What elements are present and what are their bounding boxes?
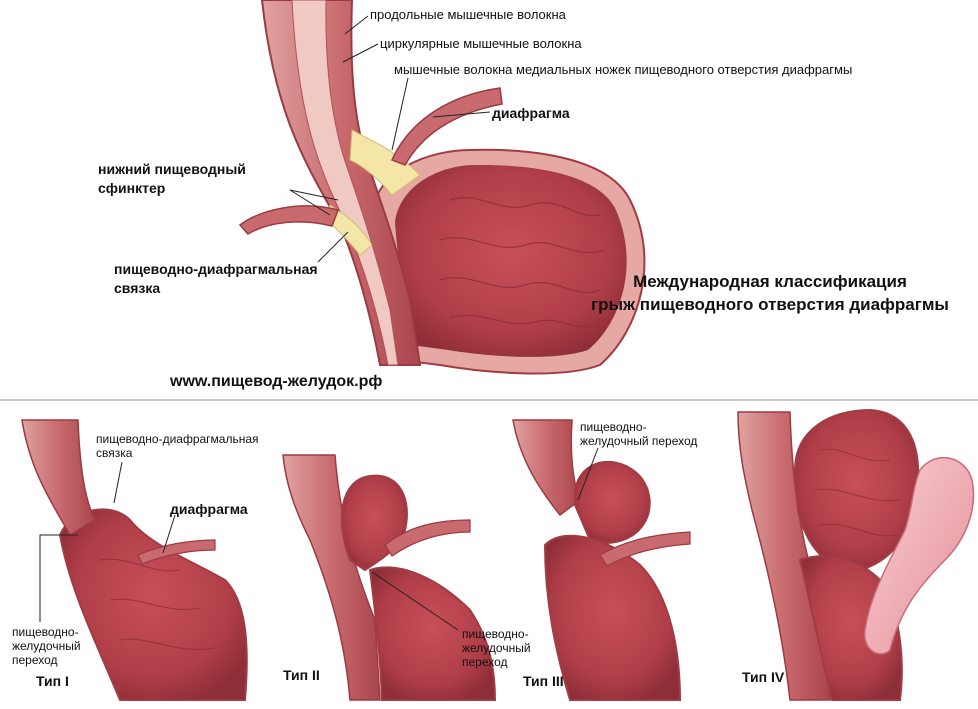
stomach-lumen <box>395 164 627 357</box>
type3-caption: Тип III <box>523 673 564 689</box>
type-4-other-organ <box>864 456 975 655</box>
type1-label-ligament-line1: пищеводно-диафрагмальная <box>96 432 259 446</box>
type-2-hernia-sac <box>340 474 408 572</box>
type-3-leaders <box>577 447 599 501</box>
type-2-diaphragm <box>384 519 471 557</box>
type-4-illustration <box>737 408 975 701</box>
type1-label-junction-line3: переход <box>12 653 58 667</box>
esophagus-lumen <box>291 0 399 366</box>
label-ligament-line2: связка <box>114 280 161 296</box>
type2-label-junction-line2: желудочный <box>462 641 531 655</box>
type-1-rugae <box>99 558 216 651</box>
label-les-line2: сфинктер <box>98 180 166 196</box>
page-title-line2: грыж пищеводного отверстия диафрагмы <box>591 295 949 314</box>
type1-label-ligament-line2: связка <box>96 446 133 460</box>
type-2-stomach <box>368 566 497 701</box>
type3-label-junction-line1: пищеводно- <box>580 420 647 434</box>
type-3-stomach <box>543 534 682 701</box>
type-3-illustration <box>512 419 691 701</box>
type2-label-junction-line1: пищеводно- <box>462 627 529 641</box>
label-diaphragm: диафрагма <box>492 105 570 121</box>
label-longitudinal-fibers: продольные мышечные волокна <box>370 7 566 22</box>
main-anatomy-illustration <box>238 0 646 375</box>
type3-label-junction-line2: желудочный переход <box>580 434 698 448</box>
stomach-rugae <box>439 196 606 328</box>
type-2-illustration <box>282 454 497 701</box>
type1-label-diaphragm: диафрагма <box>170 501 248 517</box>
type-1-diaphragm <box>137 539 216 565</box>
label-les-line1: нижний пищеводный <box>98 161 246 177</box>
type-1-leaders <box>39 461 176 622</box>
label-circular-fibers: циркулярные мышечные волокна <box>380 36 582 51</box>
type1-label-junction-line2: желудочный <box>12 639 81 653</box>
type-3-hernia-sac <box>573 460 651 544</box>
page-title-line1: Международная классификация <box>633 272 907 291</box>
leader-lines-top <box>289 15 491 263</box>
diaphragm-left <box>238 205 339 235</box>
type2-label-junction-line3: переход <box>462 655 508 669</box>
label-crura-fibers: мышечные волокна медиальных ножек пищево… <box>394 62 853 77</box>
type4-caption: Тип IV <box>742 669 785 685</box>
type-3-esophagus <box>512 419 581 517</box>
diaphragm-right <box>390 87 503 166</box>
type1-label-junction-line1: пищеводно- <box>12 625 79 639</box>
type-1-illustration <box>21 419 248 701</box>
type-1-esophagus <box>21 419 96 537</box>
type-3-diaphragm <box>599 531 691 567</box>
type-2-leaders <box>371 571 459 631</box>
type1-caption: Тип I <box>36 673 69 689</box>
type2-caption: Тип II <box>283 667 320 683</box>
website-link[interactable]: www.пищевод-желудок.рф <box>170 373 383 390</box>
label-ligament-line1: пищеводно-диафрагмальная <box>114 261 318 277</box>
type-4-rugae <box>814 448 901 537</box>
